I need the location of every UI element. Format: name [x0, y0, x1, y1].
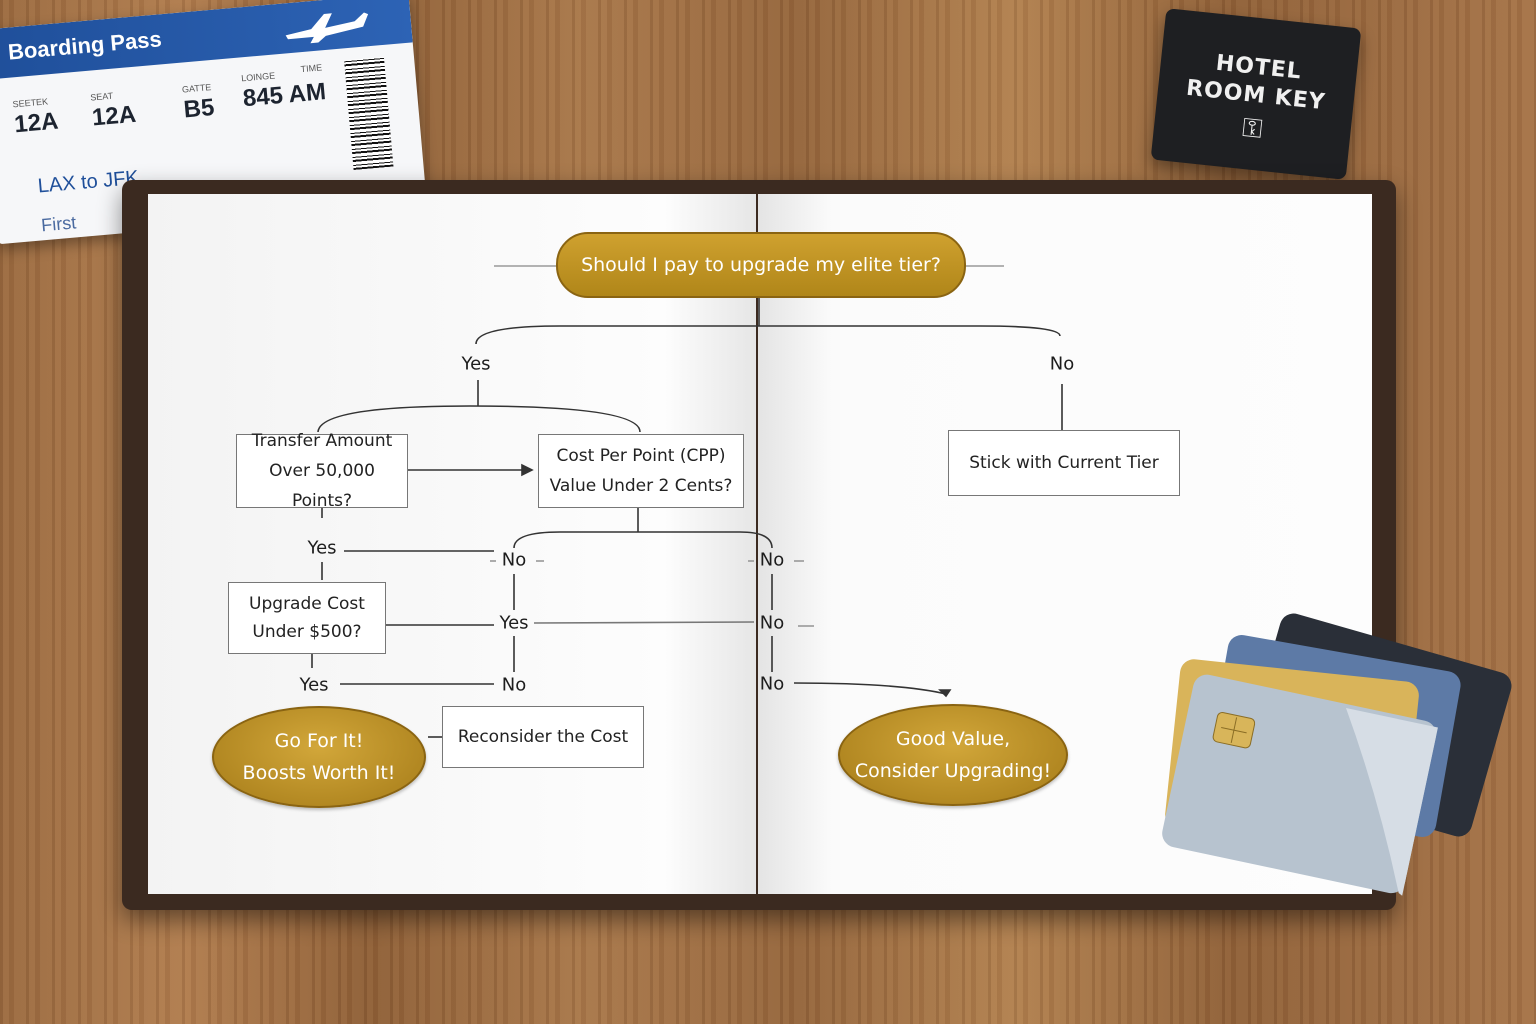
no-label-1: No [501, 549, 527, 571]
flowchart-title: Should I pay to upgrade my elite tier? [556, 232, 966, 298]
transfer-amount-line-2: Over 50,000 Points? [269, 461, 375, 511]
go-for-it-line-1: Go For It! [274, 730, 364, 752]
no-label-3: No [759, 612, 785, 634]
boarding-pass: Boarding Pass SEETEK 12A SEAT 12A GATTE … [0, 0, 428, 245]
good-value-node: Good Value, Consider Upgrading! [838, 704, 1068, 806]
yes-label-3: Yes [299, 674, 329, 696]
upgrade-cost-node: Upgrade Cost Under $500? [228, 582, 386, 654]
no-label-5: No [759, 673, 785, 695]
top-yes-label: Yes [461, 353, 491, 375]
no-label-2: No [759, 549, 785, 571]
reconsider-cost-node: Reconsider the Cost [442, 706, 644, 768]
upgrade-cost-line-2: Under $500? [252, 622, 362, 642]
airplane-icon [285, 12, 369, 44]
reconsider-cost-text: Reconsider the Cost [457, 727, 629, 747]
yes-label-1: Yes [307, 537, 337, 559]
cpp-node: Cost Per Point (CPP) Value Under 2 Cents… [538, 434, 744, 508]
go-for-it-line-2: Boosts Worth It! [242, 762, 396, 784]
good-value-line-1: Good Value, [895, 728, 1011, 750]
transfer-amount-node: Transfer Amount Over 50,000 Points? [236, 431, 408, 511]
no-label-4: No [501, 674, 527, 696]
top-no-label: No [1049, 353, 1075, 375]
stick-with-tier-node: Stick with Current Tier [948, 430, 1180, 496]
upgrade-cost-line-1: Upgrade Cost [249, 594, 365, 614]
go-for-it-node: Go For It! Boosts Worth It! [212, 706, 426, 808]
transfer-amount-line-1: Transfer Amount [251, 431, 393, 451]
cpp-line-1: Cost Per Point (CPP) [556, 446, 726, 466]
cpp-line-2: Value Under 2 Cents? [549, 476, 733, 496]
good-value-line-2: Consider Upgrading! [854, 760, 1052, 782]
yes-label-2: Yes [499, 612, 529, 634]
stick-with-tier-text: Stick with Current Tier [969, 453, 1159, 473]
